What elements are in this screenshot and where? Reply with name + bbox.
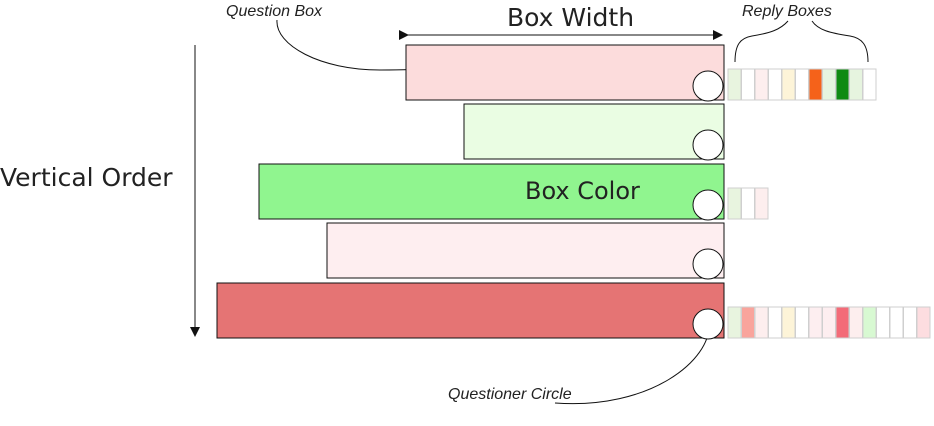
- reply-box: [916, 306, 931, 339]
- box-width-label: Box Width: [507, 3, 634, 32]
- questioner-circle: [692, 70, 724, 102]
- questioner-circle-label: Questioner Circle: [448, 386, 572, 403]
- reply-box: [727, 187, 742, 220]
- reply-box: [822, 306, 836, 339]
- questioner-circle: [692, 248, 724, 280]
- reply-box: [727, 68, 742, 101]
- question-box-rect: [326, 222, 725, 279]
- reply-row-1: [727, 68, 877, 101]
- vertical-order-label: Vertical Order: [0, 163, 173, 192]
- reply-box: [795, 68, 809, 101]
- reply-boxes-brace-right: [811, 20, 869, 63]
- reply-box: [754, 68, 769, 101]
- reply-box: [754, 187, 769, 220]
- reply-box: [741, 187, 755, 220]
- reply-row-3: [727, 187, 769, 220]
- reply-box: [768, 68, 782, 101]
- reply-boxes-label: Reply Boxes: [742, 3, 832, 20]
- reply-box: [741, 306, 755, 339]
- question-box-rect: [216, 282, 725, 339]
- question-box-3: [258, 163, 725, 221]
- reply-box: [808, 306, 823, 339]
- reply-box: [781, 68, 796, 101]
- question-box-rect: [258, 163, 725, 220]
- box-color-label: Box Color: [525, 177, 640, 205]
- question-box-5: [216, 282, 725, 340]
- reply-box: [754, 306, 769, 339]
- question-box-rect: [463, 103, 725, 160]
- reply-box: [795, 306, 809, 339]
- reply-box: [889, 306, 904, 339]
- questioner-circle: [692, 129, 724, 161]
- reply-box: [862, 306, 877, 339]
- reply-box: [727, 306, 742, 339]
- reply-box: [741, 68, 755, 101]
- question-box-rect: [405, 44, 725, 101]
- question-box-1: [405, 44, 725, 102]
- question-box-2: [463, 103, 725, 161]
- question-box-label: Question Box: [226, 3, 323, 20]
- reply-box: [835, 306, 850, 339]
- question-box-4: [326, 222, 725, 280]
- reply-box: [849, 306, 863, 339]
- reply-box: [835, 68, 850, 101]
- questioner-circle: [692, 308, 724, 340]
- reply-box: [781, 306, 796, 339]
- reply-box: [876, 306, 890, 339]
- reply-box: [822, 68, 836, 101]
- reply-box: [862, 68, 877, 101]
- reply-box: [768, 306, 782, 339]
- reply-boxes-brace: [734, 20, 789, 63]
- reply-box: [849, 68, 863, 101]
- questioner-circle: [692, 189, 724, 221]
- reply-box: [808, 68, 823, 101]
- reply-row-5: [727, 306, 931, 339]
- reply-box: [903, 306, 917, 339]
